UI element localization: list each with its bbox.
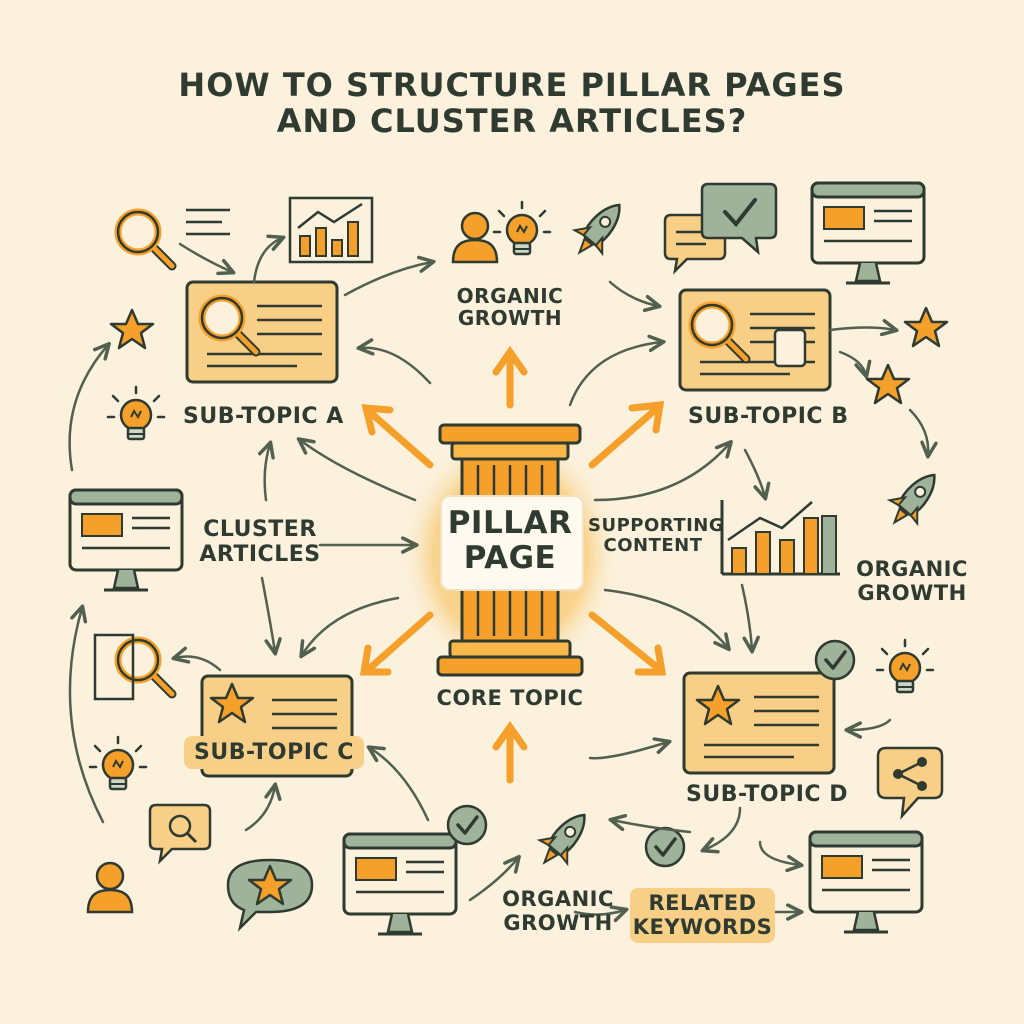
organic-top-line-1: ORGANIC [456,284,564,308]
chat-star-icon [226,858,314,932]
supporting-line-2: CONTENT [603,535,703,557]
star-icon [865,363,911,405]
rocket-icon [564,192,635,266]
organic-growth-top-label: ORGANIC GROWTH [440,285,580,330]
subtopic-a-label: SUB-TOPIC A [183,404,344,429]
checkmark-icon [446,804,488,846]
monitor-icon [808,830,924,934]
person-icon [86,861,134,914]
connector-arrows [68,238,929,915]
core-topic-label: CORE TOPIC [436,686,584,710]
checkmark-icon [814,639,856,681]
pillar-line-1: PILLAR [447,505,573,541]
organic-top-line-2: GROWTH [457,306,563,331]
share-icon [876,746,944,820]
related-keywords-label: RELATED KEYWORDS [630,888,775,944]
rocket-icon [529,802,600,876]
star-icon [903,306,949,348]
lightbulb-icon [88,735,148,791]
search-icon [118,212,172,266]
organic-bottom-line-2: GROWTH [503,910,613,935]
chat-search-icon [148,803,212,863]
pillar-arrows [359,345,667,784]
related-line-1: RELATED [648,891,757,915]
lightbulb-icon [492,200,552,256]
subtopic-b-label: SUB-TOPIC B [688,404,849,429]
subtopic-d-label: SUB-TOPIC D [686,782,848,807]
related-line-2: KEYWORDS [632,914,773,939]
supporting-line-1: SUPPORTING [588,515,725,536]
chart-icon [288,196,374,264]
cluster-line-1: CLUSTER [203,517,317,542]
supporting-content-label: SUPPORTING CONTENT [588,515,725,557]
cluster-line-2: ARTICLES [199,541,321,567]
page-title: HOW TO STRUCTURE PILLAR PAGES AND CLUSTE… [112,66,912,140]
organic-right-line-2: GROWTH [857,580,967,605]
organic-growth-right-label: ORGANIC GROWTH [852,557,972,605]
search-icon [118,640,172,694]
chart-icon [720,500,840,576]
pillar-page-label-box [440,495,584,591]
person-icon [451,211,499,264]
subtopic-c-label-wrap: SUB-TOPIC C [184,736,364,769]
title-line-2: AND CLUSTER ARTICLES? [276,101,748,140]
star-icon [109,308,155,350]
pillar-line-2: PAGE [463,539,557,576]
organic-right-line-1: ORGANIC [856,557,968,581]
cluster-articles-label: CLUSTER ARTICLES [195,517,325,567]
title-line-1: HOW TO STRUCTURE PILLAR PAGES [178,66,846,104]
lightbulb-icon [875,638,935,694]
monitor-icon [342,832,458,936]
chat-bubbles-icon [663,182,778,273]
organic-bottom-line-1: ORGANIC [502,887,614,911]
monitor-icon [68,488,184,592]
subtopic-c-label: SUB-TOPIC C [184,736,364,769]
monitor-icon [810,181,926,285]
checkmark-icon [644,826,686,868]
pillar-page-label: PILLAR PAGE [440,506,580,575]
organic-growth-bottom-label: ORGANIC GROWTH [498,887,618,935]
rocket-icon [879,462,950,536]
lightbulb-icon [106,385,166,441]
